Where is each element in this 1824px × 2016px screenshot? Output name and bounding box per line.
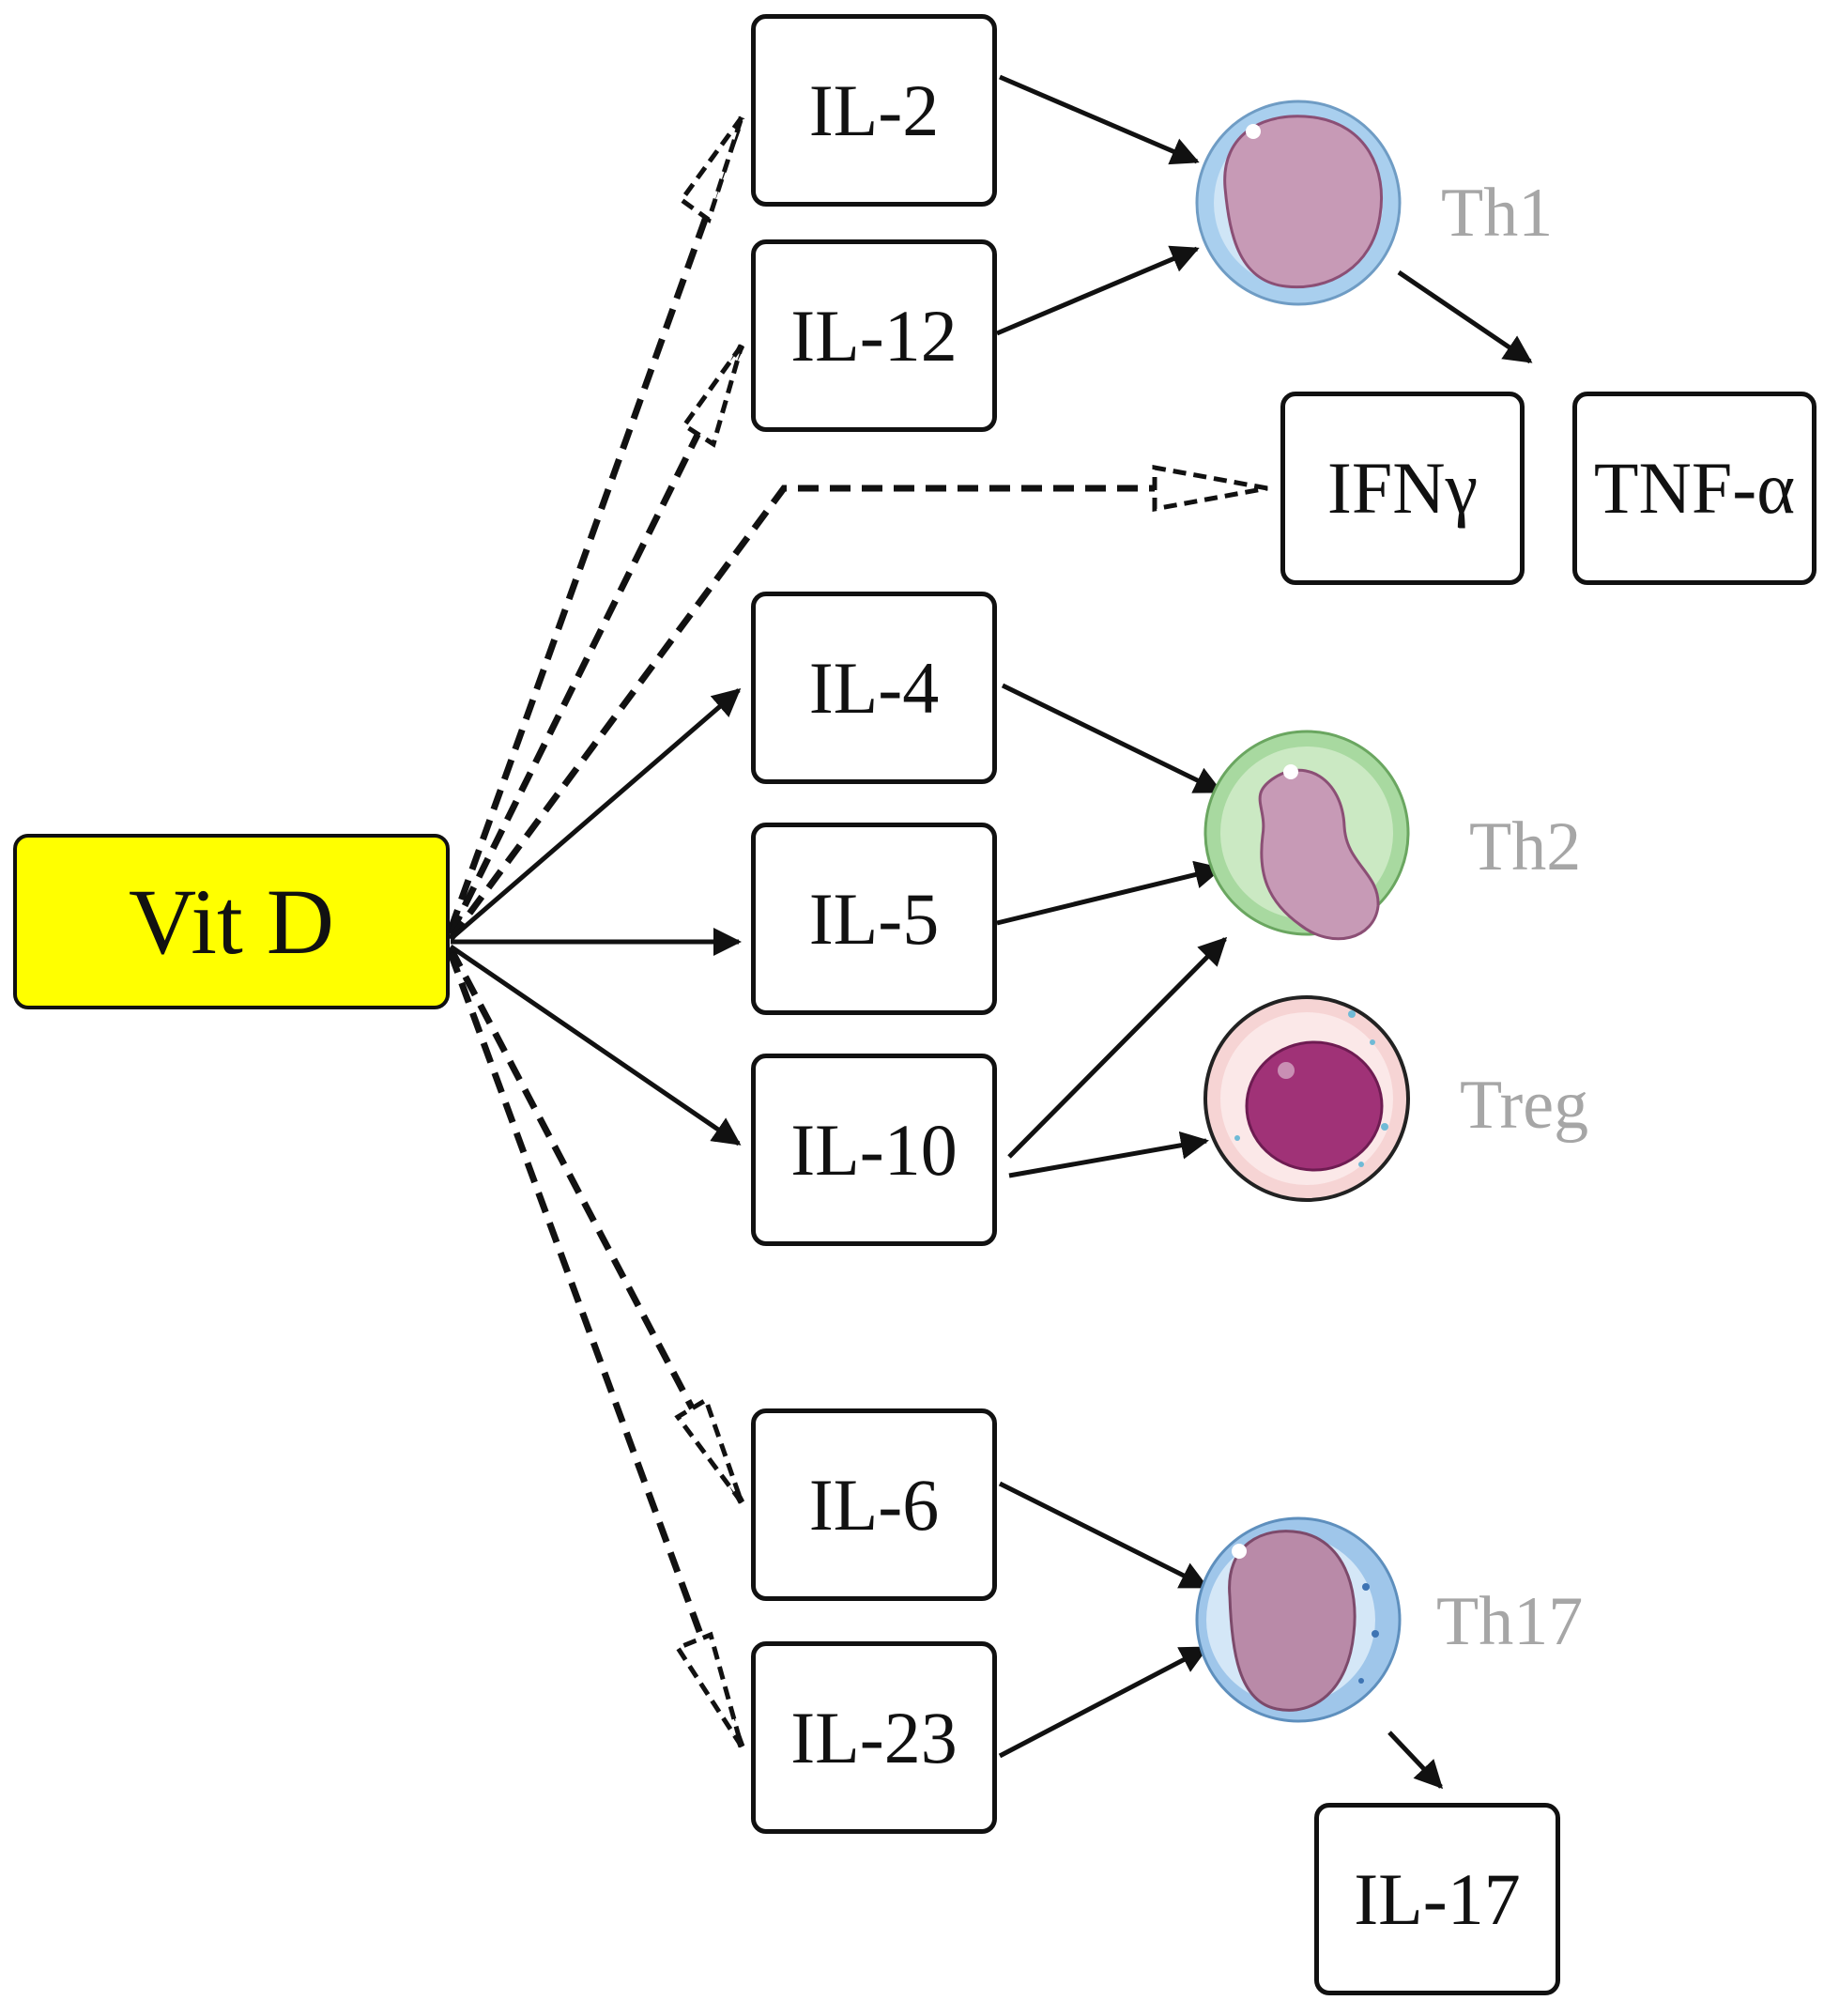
th1-label: Th1 <box>1441 175 1554 252</box>
inhibit-line-il12 <box>447 344 745 936</box>
il4-box: IL-4 <box>751 592 997 784</box>
il2-box: IL-2 <box>751 14 997 207</box>
il5-box: IL-5 <box>751 823 997 1015</box>
tnfa-box: TNF-α <box>1572 392 1816 585</box>
arrow-vitd-il4 <box>449 688 742 941</box>
arrow-il4-th2 <box>1001 683 1223 794</box>
arrow-il6-th17 <box>998 1481 1209 1590</box>
il17-label: IL-17 <box>1354 1857 1521 1940</box>
treg-label: Treg <box>1460 1067 1589 1144</box>
il2-label: IL-2 <box>808 69 940 151</box>
arrow-il10-treg <box>1008 1131 1209 1178</box>
il12-label: IL-12 <box>790 294 958 377</box>
il23-box: IL-23 <box>751 1641 997 1834</box>
il23-label: IL-23 <box>790 1696 958 1778</box>
inhibit-head-il12 <box>681 344 744 448</box>
il4-label: IL-4 <box>808 646 940 729</box>
il6-box: IL-6 <box>751 1408 997 1601</box>
th2-label: Th2 <box>1469 808 1582 885</box>
inhibit-head-il2 <box>678 115 744 224</box>
arrow-il5-th2 <box>996 860 1223 926</box>
arrow-th17-il17 <box>1387 1731 1444 1790</box>
vitamin-d-label: Vit D <box>129 869 334 974</box>
th17-label: Th17 <box>1436 1583 1584 1660</box>
il6-label: IL-6 <box>808 1463 940 1546</box>
arrow-il10-th2 <box>1007 936 1228 1159</box>
inhibit-head-il23 <box>674 1631 744 1748</box>
il10-box: IL-10 <box>751 1054 997 1246</box>
th1-cell-icon <box>1195 100 1402 306</box>
arrow-vitd-il10 <box>449 944 742 1147</box>
arrow-il12-th1 <box>996 245 1200 336</box>
th17-cell-icon <box>1195 1516 1402 1723</box>
inhibit-line-ifng <box>448 485 1155 942</box>
il17-box: IL-17 <box>1314 1803 1560 1995</box>
arrow-th1-ifng <box>1397 269 1533 364</box>
th2-cell-icon <box>1203 730 1410 941</box>
inhibit-head-ifng <box>1152 465 1268 512</box>
arrow-il23-th17 <box>998 1645 1209 1759</box>
inhibit-head-il6 <box>674 1396 744 1504</box>
vitamin-d-node: Vit D <box>13 834 450 1009</box>
ifng-box: IFNγ <box>1280 392 1525 585</box>
treg-cell-icon <box>1203 995 1410 1202</box>
il12-box: IL-12 <box>751 239 997 432</box>
il5-label: IL-5 <box>808 877 940 960</box>
inhibit-line-il23 <box>447 951 745 1748</box>
il10-label: IL-10 <box>790 1108 958 1191</box>
arrow-il2-th1 <box>999 74 1200 165</box>
ifng-label: IFNγ <box>1326 447 1479 529</box>
inhibit-line-il2 <box>447 115 745 931</box>
tnfa-label: TNF-α <box>1593 447 1796 529</box>
